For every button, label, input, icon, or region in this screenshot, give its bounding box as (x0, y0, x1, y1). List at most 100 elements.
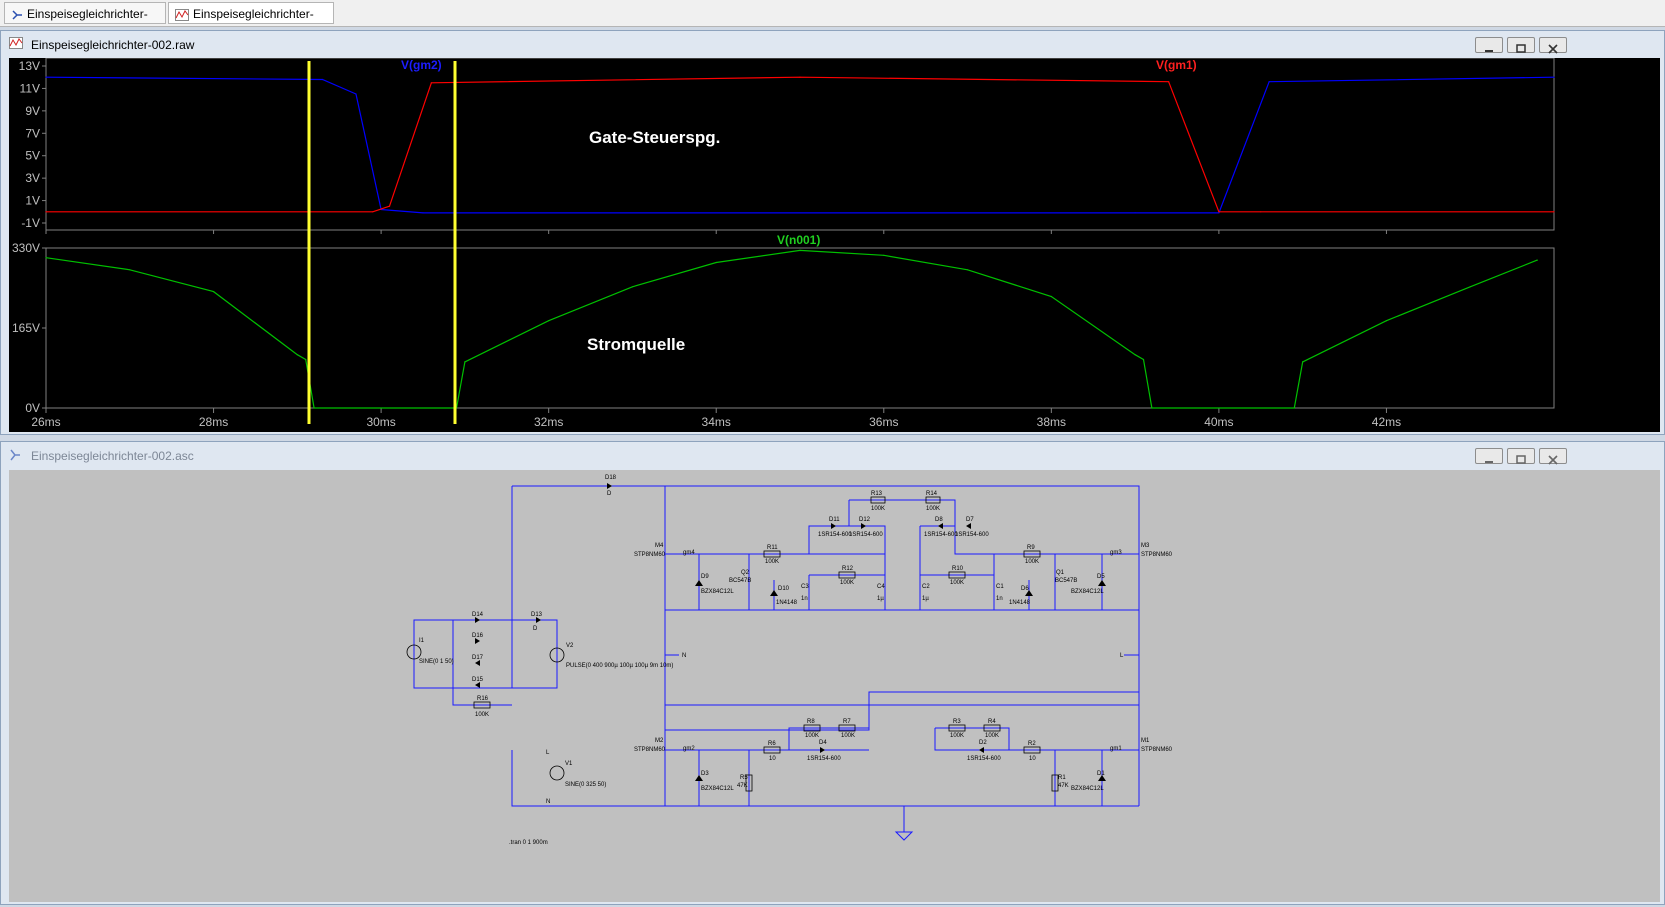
label-d2-value: 1SR154-600 (967, 756, 1001, 762)
y-tick-label: 165V (12, 321, 40, 335)
label-r6: R6 (768, 741, 776, 747)
resistor-r5[interactable] (745, 774, 753, 792)
resistor-r3[interactable] (948, 724, 966, 732)
data-point (548, 320, 550, 322)
label-d13: D13 (531, 612, 543, 618)
data-point (430, 82, 432, 84)
label-c2: C2 (922, 584, 930, 590)
label-m4: M4 (655, 543, 664, 549)
data-point (422, 212, 424, 214)
label-r13-value: 100K (871, 506, 885, 512)
label-d5-value: BZX84C12L (1071, 589, 1104, 595)
label-d14: D14 (472, 612, 484, 618)
label-r8: R8 (807, 719, 815, 725)
label-v1-value: SINE(0 325 50) (565, 782, 606, 788)
minimize-button[interactable] (1475, 37, 1503, 53)
trace-label-vgm2[interactable]: V(gm2) (401, 58, 442, 72)
resistor-r7[interactable] (838, 724, 856, 732)
resistor-r13[interactable] (870, 496, 886, 504)
resistor-r4[interactable] (983, 724, 1001, 732)
label-d5: D5 (1097, 574, 1105, 580)
label-r5-value: 47K (737, 783, 748, 789)
label-r12: R12 (842, 566, 854, 572)
resistor-r14[interactable] (925, 496, 941, 504)
label-q1-value: BC547B (1055, 578, 1077, 584)
schematic-canvas[interactable]: D18 D M4 STP8NM60 gm4 M3 STP8NM60 gm3 R1… (9, 470, 1660, 902)
data-point (321, 78, 324, 81)
trace-label-vn001[interactable]: V(n001) (777, 233, 820, 247)
document-tab-bar: Einspeisegleichrichter-002.asc Einspeise… (0, 0, 1665, 43)
close-button[interactable] (1539, 37, 1567, 54)
resistor-r1[interactable] (1051, 774, 1059, 792)
label-m2: M2 (655, 738, 664, 744)
y-tick-label: 13V (19, 59, 40, 73)
data-point (372, 211, 374, 213)
close-button[interactable] (1539, 448, 1567, 465)
label-d7-value: 1SR154-600 (955, 532, 989, 538)
label-m1: M1 (1141, 738, 1150, 744)
resistor-r10[interactable] (948, 571, 966, 579)
data-point (1151, 407, 1153, 409)
minimize-button[interactable] (1475, 448, 1503, 464)
label-r2-value: 10 (1029, 756, 1036, 762)
resistor-r9[interactable] (1023, 550, 1041, 558)
label-d10: D10 (778, 586, 790, 592)
data-point (1260, 211, 1262, 213)
label-d18-value: D (607, 491, 612, 497)
label-r9: R9 (1027, 545, 1035, 551)
label-d13-value: D (533, 626, 538, 632)
data-point (799, 249, 801, 251)
restore-icon (1516, 44, 1526, 53)
data-point (212, 291, 215, 293)
label-r13: R13 (871, 491, 883, 497)
voltage-source-v2[interactable] (549, 647, 565, 663)
label-r11: R11 (767, 545, 778, 551)
data-point (1134, 212, 1136, 214)
current-source-i1[interactable] (406, 644, 422, 660)
label-tran-directive[interactable]: .tran 0 1 900m (509, 840, 548, 846)
label-d16: D16 (472, 633, 484, 639)
data-point (45, 257, 47, 259)
resistor-r2[interactable] (1023, 746, 1041, 754)
y-tick-label: -1V (21, 216, 40, 230)
tab-waveform[interactable]: Einspeisegleichrichter-002.raw (168, 2, 334, 43)
trace-vgm2[interactable] (45, 76, 1555, 214)
x-tick-label: 40ms (1204, 415, 1233, 429)
label-v2-value: PULSE(0 400 900µ 100µ 100µ 9m 10m) (566, 663, 673, 669)
restore-button[interactable] (1507, 37, 1535, 53)
label-d1-value: BZX84C12L (1071, 786, 1104, 792)
label-r10: R10 (952, 566, 964, 572)
label-d11: D11 (829, 517, 840, 523)
label-d4-value: 1SR154-600 (807, 756, 841, 762)
label-n2: N (546, 799, 550, 805)
restore-button[interactable] (1507, 448, 1535, 464)
trace-label-vgm1[interactable]: V(gm1) (1156, 58, 1197, 72)
label-d12: D12 (859, 517, 871, 523)
label-d1: D1 (1097, 771, 1105, 777)
label-v1: V1 (565, 761, 573, 767)
resistor-r11[interactable] (763, 550, 781, 558)
resistor-r6[interactable] (763, 746, 781, 754)
voltage-source-v1[interactable] (549, 765, 565, 781)
label-q2: Q2 (741, 570, 750, 576)
resistor-r12[interactable] (838, 571, 856, 579)
tab-schematic[interactable]: Einspeisegleichrichter-002.asc (4, 2, 166, 43)
trace-vn001[interactable] (45, 249, 1538, 409)
label-d8-value: 1SR154-600 (924, 532, 958, 538)
data-point (129, 269, 131, 271)
annotation-stromquelle: Stromquelle (587, 335, 685, 354)
label-r14: R14 (926, 491, 938, 497)
label-d11-value: 1SR154-600 (818, 532, 852, 538)
resistor-r16[interactable] (473, 701, 491, 709)
label-r7-value: 100K (841, 733, 855, 739)
x-tick-label: 38ms (1037, 415, 1066, 429)
label-d2: D2 (979, 740, 987, 746)
label-i1-value: SINE(0 1 50) (419, 659, 454, 665)
trace-vgm1[interactable] (46, 76, 1554, 213)
label-r9-value: 100K (1025, 559, 1039, 565)
resistor-r8[interactable] (803, 724, 821, 732)
label-c4-value: 1µ (877, 596, 884, 602)
label-r5: R5 (740, 775, 748, 781)
